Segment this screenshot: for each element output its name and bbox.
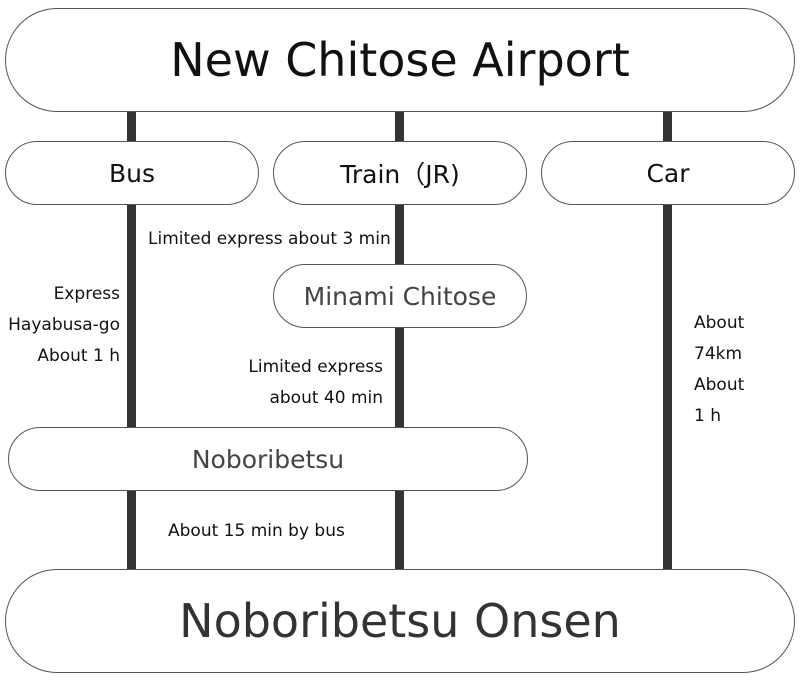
train-to-noboribetsu-line-1: Limited express bbox=[248, 357, 383, 377]
destination-box: Noboribetsu Onsen bbox=[5, 569, 795, 673]
car-route-line-4: 1 h bbox=[694, 406, 721, 426]
train-to-noboribetsu-line-2: about 40 min bbox=[269, 388, 383, 408]
car-route-line-2: 74km bbox=[694, 344, 743, 364]
bus-route-line bbox=[127, 110, 136, 572]
origin-label: New Chitose Airport bbox=[170, 33, 630, 87]
train-mode-box: Train（JR) bbox=[273, 141, 527, 205]
noboribetsu-station: Noboribetsu bbox=[8, 427, 528, 491]
train-to-noboribetsu-label: Limited express about 40 min bbox=[220, 352, 383, 414]
train-mode-label: Train（JR) bbox=[340, 160, 460, 189]
car-mode-box: Car bbox=[541, 141, 795, 205]
minami-chitose-label: Minami Chitose bbox=[303, 281, 497, 311]
car-route-line bbox=[663, 110, 672, 572]
bus-route-line-2: Hayabusa-go bbox=[8, 315, 120, 335]
local-bus-label: About 15 min by bus bbox=[168, 521, 345, 541]
car-route-line-1: About bbox=[694, 313, 745, 333]
bus-mode-label: Bus bbox=[108, 158, 156, 188]
car-mode-label: Car bbox=[646, 158, 690, 188]
bus-route-label: Express Hayabusa-go About 1 h bbox=[0, 279, 120, 372]
car-route-label: About 74km About 1 h bbox=[694, 308, 794, 432]
origin-box: New Chitose Airport bbox=[5, 8, 795, 112]
car-route-line-3: About bbox=[694, 375, 745, 395]
bus-route-line-3: About 1 h bbox=[37, 346, 120, 366]
noboribetsu-label: Noboribetsu bbox=[191, 444, 345, 474]
minami-chitose-station: Minami Chitose bbox=[273, 264, 527, 328]
train-route-line bbox=[395, 110, 404, 572]
bus-route-line-1: Express bbox=[53, 284, 120, 304]
destination-label: Noboribetsu Onsen bbox=[179, 594, 621, 648]
train-to-minami-label: Limited express about 3 min bbox=[148, 224, 391, 255]
bus-mode-box: Bus bbox=[5, 141, 259, 205]
